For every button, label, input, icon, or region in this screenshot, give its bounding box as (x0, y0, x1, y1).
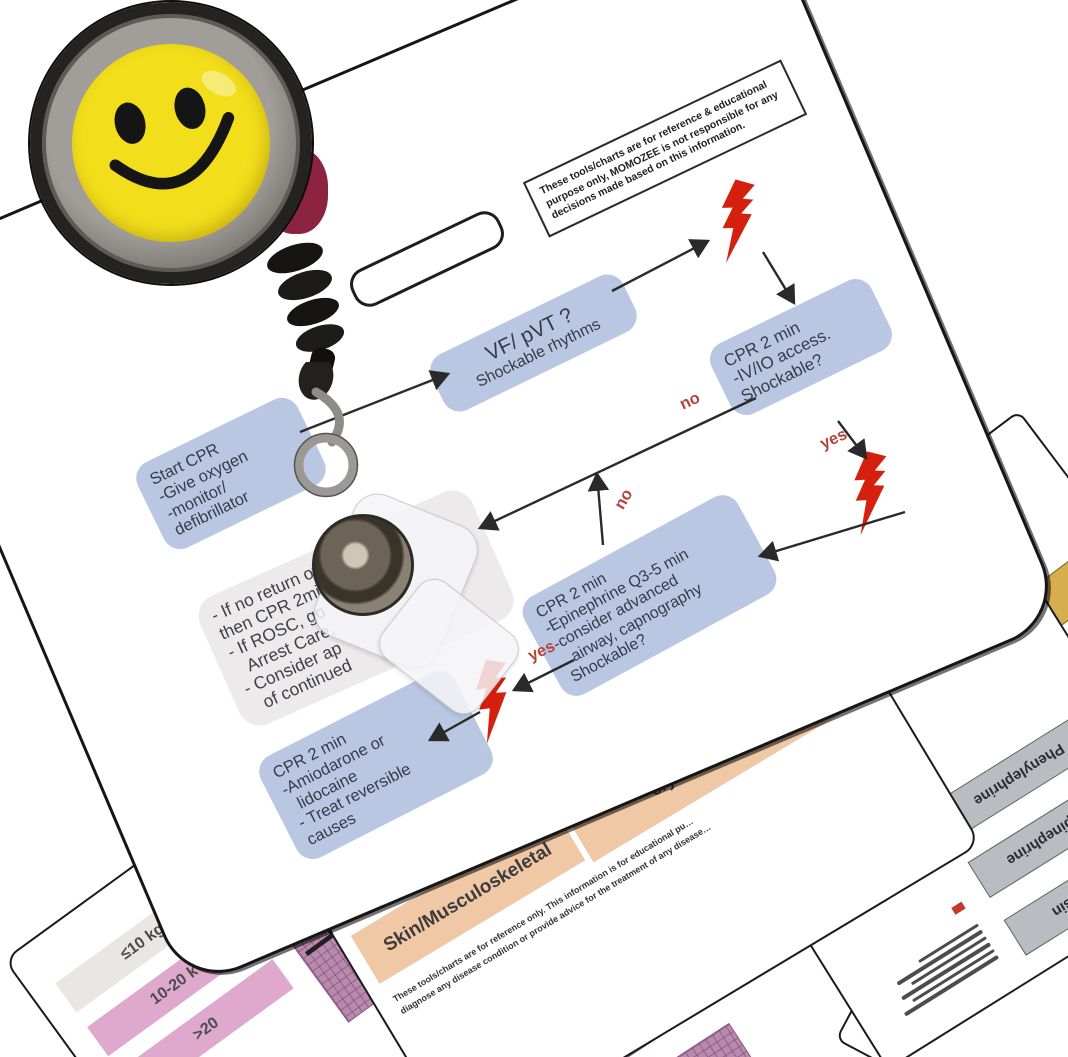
clasp-ring (293, 362, 359, 498)
fine-print-lines (874, 901, 1002, 1025)
red-mark (951, 901, 966, 915)
shock-lightning-icon (839, 449, 897, 544)
smiley-face-icon (72, 44, 270, 242)
strap-snap-button (312, 514, 414, 616)
shock-lightning-icon (705, 177, 766, 273)
weight-row-label: >20 (189, 1014, 222, 1044)
